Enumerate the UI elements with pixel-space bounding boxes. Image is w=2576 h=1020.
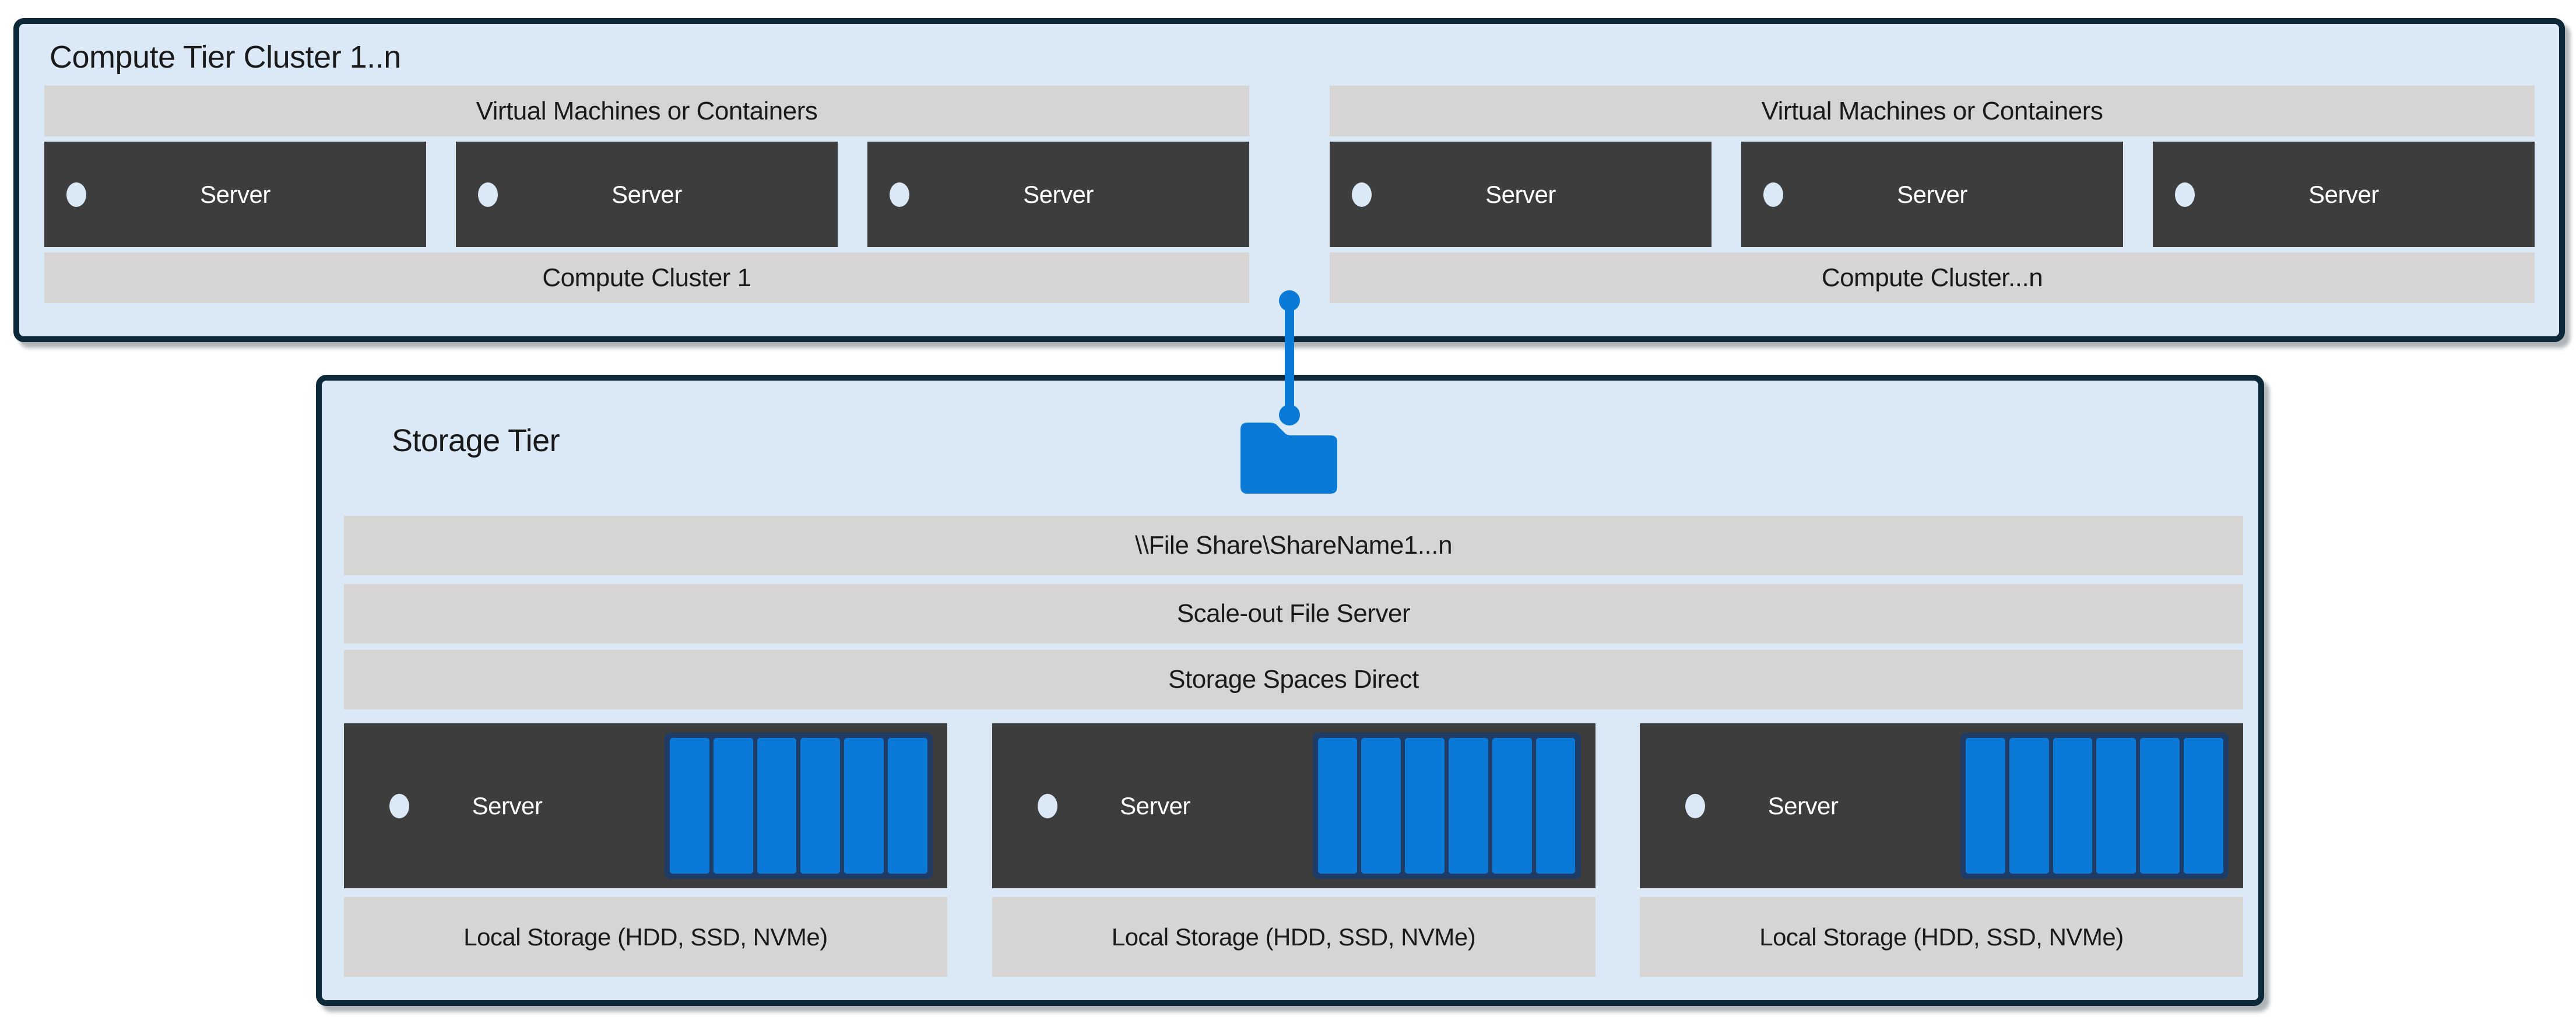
storage-node-row: Server Server Server	[344, 723, 2243, 888]
server-node: Server	[1741, 142, 2123, 247]
vm-layer-bar: Virtual Machines or Containers	[44, 86, 1249, 136]
storage-tier-box: Storage Tier \\File Share\ShareName1...n…	[316, 375, 2264, 1006]
vm-layer-bar: Virtual Machines or Containers	[1330, 86, 2535, 136]
disk-stripe	[2096, 738, 2136, 874]
scale-out-file-server-layer-bar: Scale-out File Server	[344, 584, 2243, 643]
server-label: Server	[200, 180, 270, 208]
tier-connector-line	[1285, 301, 1294, 415]
power-led-icon	[2175, 182, 2195, 207]
disk-stripe	[670, 738, 709, 874]
disk-stripe	[2053, 738, 2093, 874]
storage-tier-title: Storage Tier	[392, 423, 560, 458]
disk-stripe	[2184, 738, 2223, 874]
file-share-layer-bar: \\File Share\ShareName1...n	[344, 516, 2243, 575]
storage-server-node: Server	[344, 723, 947, 888]
power-led-icon	[1352, 182, 1372, 207]
compute-cluster-1-group: Virtual Machines or Containers Server Se…	[44, 86, 1249, 303]
disk-array	[1960, 733, 2229, 879]
disk-stripe	[2009, 738, 2049, 874]
disk-array	[1312, 733, 1581, 879]
server-label: Server	[1767, 792, 1839, 819]
power-led-icon	[890, 182, 909, 207]
disk-stripe	[1966, 738, 2005, 874]
local-storage-bar: Local Storage (HDD, SSD, NVMe)	[992, 897, 1595, 977]
disk-stripe	[1361, 738, 1401, 874]
compute-tier-box: Compute Tier Cluster 1..n Virtual Machin…	[13, 18, 2565, 342]
storage-server-node: Server	[992, 723, 1595, 888]
server-node: Server	[1330, 142, 1712, 247]
server-label: Server	[1897, 180, 1967, 208]
disk-stripe	[888, 738, 927, 874]
disk-stripe	[1317, 738, 1358, 874]
server-label: Server	[1120, 792, 1190, 819]
server-label: Server	[472, 792, 543, 819]
power-led-icon	[1763, 182, 1783, 207]
server-node: Server	[2153, 142, 2535, 247]
disk-stripe	[1405, 738, 1445, 874]
server-label: Server	[1023, 180, 1094, 208]
local-storage-bar: Local Storage (HDD, SSD, NVMe)	[344, 897, 947, 977]
disk-stripe	[713, 738, 753, 874]
local-storage-bar: Local Storage (HDD, SSD, NVMe)	[1640, 897, 2243, 977]
local-storage-row: Local Storage (HDD, SSD, NVMe) Local Sto…	[344, 897, 2243, 977]
server-label: Server	[612, 180, 682, 208]
power-led-icon	[1685, 793, 1705, 818]
power-led-icon	[66, 182, 86, 207]
connector-endpoint-dot	[1279, 290, 1300, 311]
server-row: Server Server Server	[1330, 142, 2535, 247]
server-label: Server	[1485, 180, 1556, 208]
cluster-label-bar: Compute Cluster 1	[44, 252, 1249, 303]
power-led-icon	[1037, 793, 1057, 818]
server-node: Server	[44, 142, 426, 247]
connector-endpoint-dot	[1279, 405, 1300, 425]
disk-stripe	[757, 738, 797, 874]
disk-array	[665, 733, 933, 879]
folder-icon	[1240, 423, 1337, 494]
storage-spaces-direct-layer-bar: Storage Spaces Direct	[344, 650, 2243, 709]
disk-stripe	[844, 738, 884, 874]
disk-stripe	[1448, 738, 1488, 874]
power-led-icon	[389, 793, 409, 818]
server-node: Server	[456, 142, 838, 247]
cluster-label-bar: Compute Cluster...n	[1330, 252, 2535, 303]
disk-stripe	[800, 738, 841, 874]
disk-stripe	[1492, 738, 1532, 874]
compute-cluster-n-group: Virtual Machines or Containers Server Se…	[1330, 86, 2535, 303]
disk-stripe	[1535, 738, 1576, 874]
power-led-icon	[478, 182, 498, 207]
disk-stripe	[2140, 738, 2180, 874]
server-node: Server	[867, 142, 1249, 247]
storage-server-node: Server	[1640, 723, 2243, 888]
server-row: Server Server Server	[44, 142, 1249, 247]
compute-tier-title: Compute Tier Cluster 1..n	[50, 40, 401, 75]
server-label: Server	[2308, 180, 2379, 208]
